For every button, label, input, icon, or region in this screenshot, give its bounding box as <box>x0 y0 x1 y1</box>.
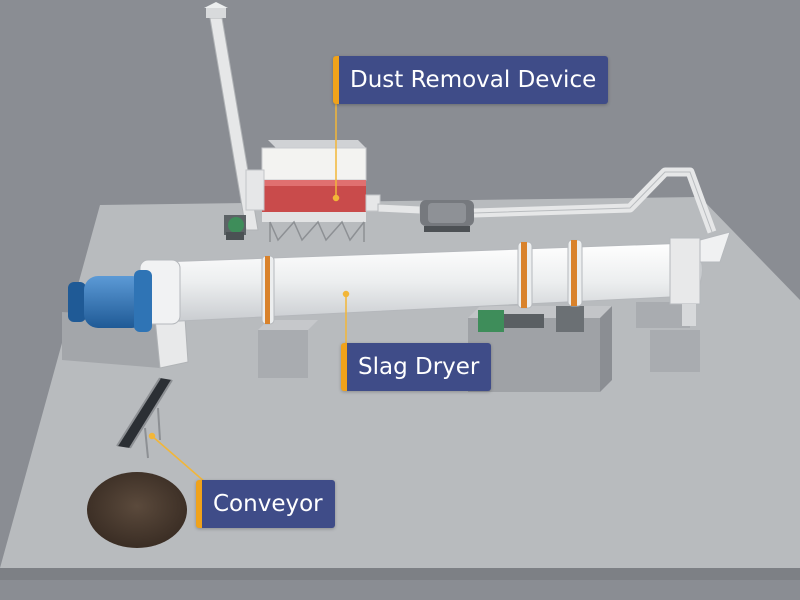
callout-slag-dryer: Slag Dryer <box>341 343 492 391</box>
leader-dot-conveyor <box>148 432 156 440</box>
drum-rings <box>261 239 583 325</box>
belt-conveyor <box>116 377 173 459</box>
callout-conveyor-text: Conveyor <box>213 491 323 517</box>
material-pile <box>87 472 187 548</box>
callout-dust-removal-device: Dust Removal Device <box>333 56 609 104</box>
chimney-fan <box>224 215 246 240</box>
leader-dot-dust-removal <box>332 194 340 202</box>
callout-slag-dryer-text: Slag Dryer <box>358 354 480 380</box>
drive-unit <box>478 306 584 332</box>
dust-removal-device <box>245 140 381 242</box>
leader-dot-slag-dryer <box>342 290 350 298</box>
leader-line-conveyor <box>151 435 206 483</box>
leader-lines <box>148 100 350 483</box>
feed-chute <box>154 317 189 369</box>
callout-conveyor: Conveyor <box>196 480 335 528</box>
ducting <box>377 167 717 234</box>
callout-dust-removal-device-text: Dust Removal Device <box>350 67 597 93</box>
discharge-hood <box>669 231 731 326</box>
burner-hood <box>68 270 152 332</box>
